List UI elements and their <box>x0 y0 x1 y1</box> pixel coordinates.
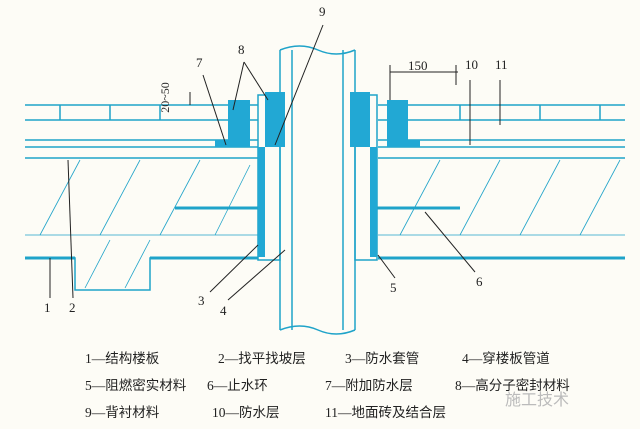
legend-item: 2—找平找坡层 <box>218 351 306 366</box>
legend-item: 11—地面砖及结合层 <box>325 405 446 420</box>
waterproof-and-leveling-layers <box>25 139 625 159</box>
callout-1: 1 <box>44 300 51 315</box>
sealant-material <box>215 92 420 257</box>
callout-3: 3 <box>198 293 205 308</box>
floor-tile-layer <box>25 104 625 121</box>
callout-6: 6 <box>476 274 483 289</box>
dimension-offset: 150 <box>408 58 428 73</box>
legend-item: 7—附加防水层 <box>325 378 413 393</box>
callout-9: 9 <box>319 4 326 19</box>
watermark: 施工技术 <box>505 390 570 409</box>
callout-4: 4 <box>220 303 227 318</box>
dimension-gap: 20~50 <box>157 82 172 113</box>
legend-item: 1—结构楼板 <box>85 351 160 366</box>
callout-11: 11 <box>495 57 508 72</box>
callout-leaders <box>49 24 501 301</box>
through-pipe <box>279 45 356 335</box>
callout-10: 10 <box>465 57 478 72</box>
callout-5: 5 <box>390 280 397 295</box>
legend-item: 8—高分子密封材料 <box>455 378 570 393</box>
legend-item: 3—防水套管 <box>345 351 420 366</box>
legend-item: 5—阻燃密实材料 <box>85 378 187 393</box>
legend-item: 10—防水层 <box>212 405 280 420</box>
structural-slab <box>25 159 625 291</box>
callout-7: 7 <box>196 55 203 70</box>
legend-item: 6—止水环 <box>207 378 268 393</box>
callout-8: 8 <box>238 42 245 57</box>
legend-item: 9—背衬材料 <box>85 405 160 420</box>
callout-2: 2 <box>69 300 76 315</box>
legend-item: 4—穿楼板管道 <box>462 351 550 366</box>
